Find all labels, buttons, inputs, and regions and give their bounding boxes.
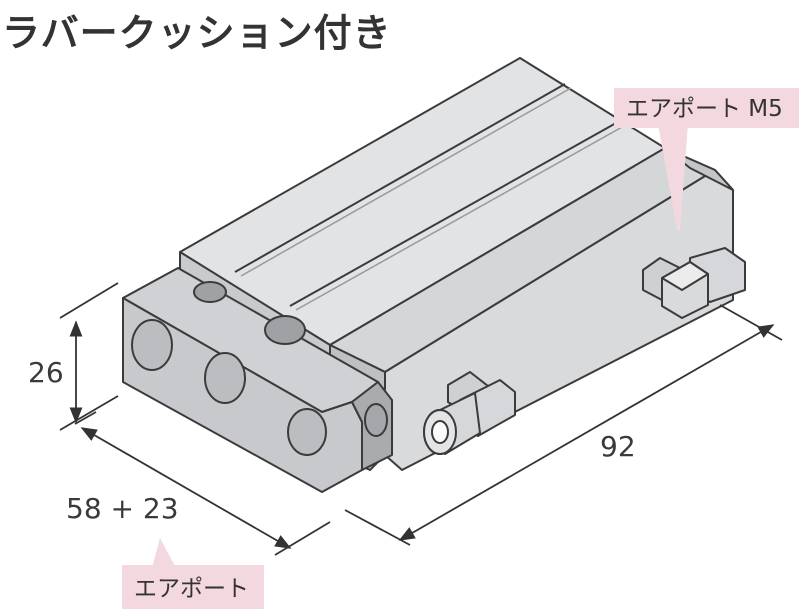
callout-air-port-m5: エアポート M5 xyxy=(614,88,799,230)
table-groove xyxy=(234,83,566,273)
cushion-ring xyxy=(364,403,388,437)
bumper-hole xyxy=(287,408,327,456)
height-label: 26 xyxy=(28,356,64,389)
bumper-hole xyxy=(204,352,246,404)
width-label: 58 + 23 xyxy=(66,492,179,525)
dimension-lines xyxy=(59,282,783,556)
bumper-hole xyxy=(131,319,173,371)
length-label: 92 xyxy=(600,430,636,463)
page-title: ラバークッション付き xyxy=(2,11,392,55)
svg-text:エアポート M5: エアポート M5 xyxy=(626,96,783,122)
end-plate xyxy=(122,267,393,493)
air-fitting-rear xyxy=(642,247,746,319)
width-dimension-line xyxy=(80,427,292,549)
length-dimension-line xyxy=(398,324,775,541)
callout-air-port: エアポート xyxy=(122,538,264,609)
rod-end xyxy=(264,315,306,345)
svg-text:エアポート: エアポート xyxy=(134,576,249,602)
table-groove xyxy=(289,117,626,307)
rod-end xyxy=(193,281,227,303)
